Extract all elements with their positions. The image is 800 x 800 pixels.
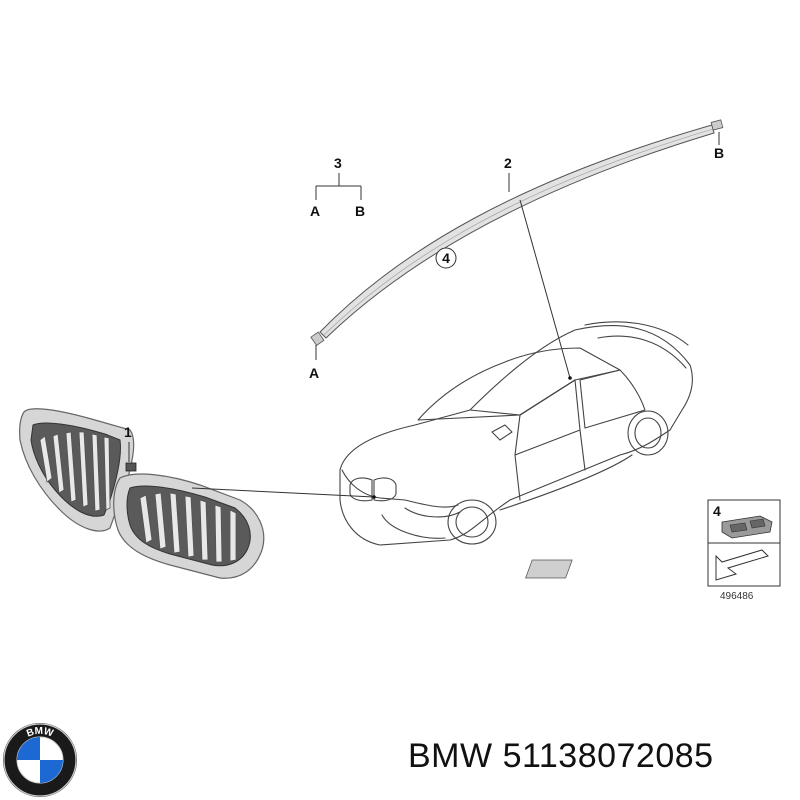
car-outline: [339, 321, 693, 546]
callout-2-dot: [568, 376, 572, 380]
view-arrow-icon: [715, 549, 769, 581]
grille-clip: [125, 462, 137, 472]
callout-1-label: 1: [124, 424, 132, 440]
callout-1-leader: [191, 487, 375, 498]
callout-3-end-b: B: [355, 203, 365, 219]
strip-end-b: B: [714, 145, 724, 161]
kidney-grille: [19, 408, 265, 579]
caption-brand: BMW: [408, 737, 493, 775]
bmw-logo: BMW: [3, 723, 77, 797]
callout-4-circle-label: 4: [442, 250, 450, 266]
right-kidney-slats: [139, 492, 237, 563]
callout-2-label: 2: [504, 155, 512, 171]
inset-number: 4: [713, 503, 721, 519]
callout-3-end-a: A: [310, 203, 320, 219]
callout-3-label: 3: [334, 155, 342, 171]
callout-3-bracket: [315, 173, 362, 200]
left-kidney-slats: [39, 431, 111, 512]
callout-1-dot: [372, 495, 376, 499]
strip-end-a: A: [309, 365, 319, 381]
trim-strip: [310, 119, 724, 346]
view-plate: [525, 559, 573, 579]
image-code: 496486: [720, 591, 754, 602]
caption-part-number: 51138072085: [502, 737, 714, 775]
clip-part-drawing: [721, 515, 773, 539]
inset-box: 4: [525, 499, 781, 587]
logo-lettering: BMW: [25, 726, 55, 740]
callout-4-circle: 4: [435, 247, 457, 269]
